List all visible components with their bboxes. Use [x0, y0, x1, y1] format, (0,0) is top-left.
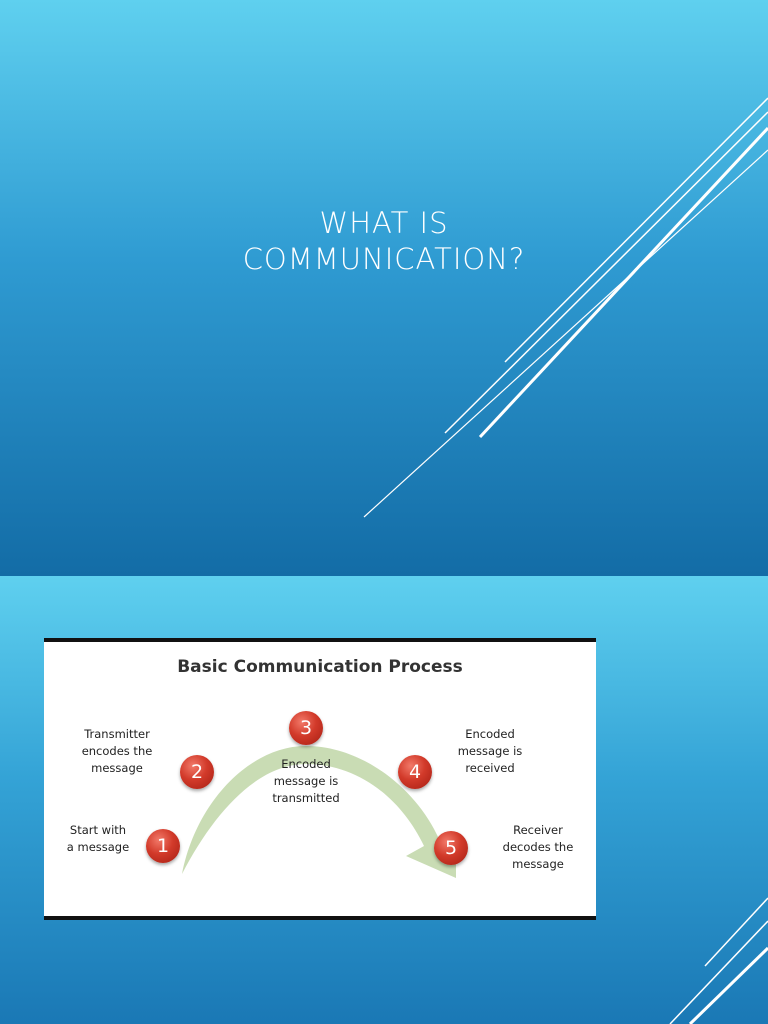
- title-line: COMMUNICATION?: [242, 242, 526, 276]
- process-arc-arrow: [144, 746, 456, 878]
- figure-title: Basic Communication Process: [177, 657, 463, 677]
- step-2-label: Transmitter encodes the message: [81, 727, 153, 775]
- title-line: WHAT IS: [319, 206, 449, 240]
- step-4-badge: 4: [398, 755, 432, 789]
- communication-process-figure: Basic Communication Process 3 2 4 1 5 Tr…: [44, 638, 596, 920]
- slide-title: WHAT IS COMMUNICATION?: [0, 205, 768, 277]
- decorative-lines: [363, 97, 768, 518]
- step-1-badge: 1: [146, 829, 180, 863]
- step-4-label: Encoded message is received: [457, 727, 523, 775]
- step-3-label: Encoded message is transmitted: [272, 757, 340, 805]
- step-2-badge: 2: [180, 755, 214, 789]
- step-5-badge: 5: [434, 831, 468, 865]
- slide-2: Basic Communication Process 3 2 4 1 5 Tr…: [0, 576, 768, 1024]
- slide-1: WHAT IS COMMUNICATION?: [0, 0, 768, 576]
- arc-arrow-shape: [144, 746, 456, 878]
- decorative-lines: [669, 897, 768, 1024]
- step-3-badge: 3: [289, 711, 323, 745]
- step-1-label: Start with a message: [66, 823, 130, 854]
- step-5-label: Receiver decodes the message: [502, 823, 574, 871]
